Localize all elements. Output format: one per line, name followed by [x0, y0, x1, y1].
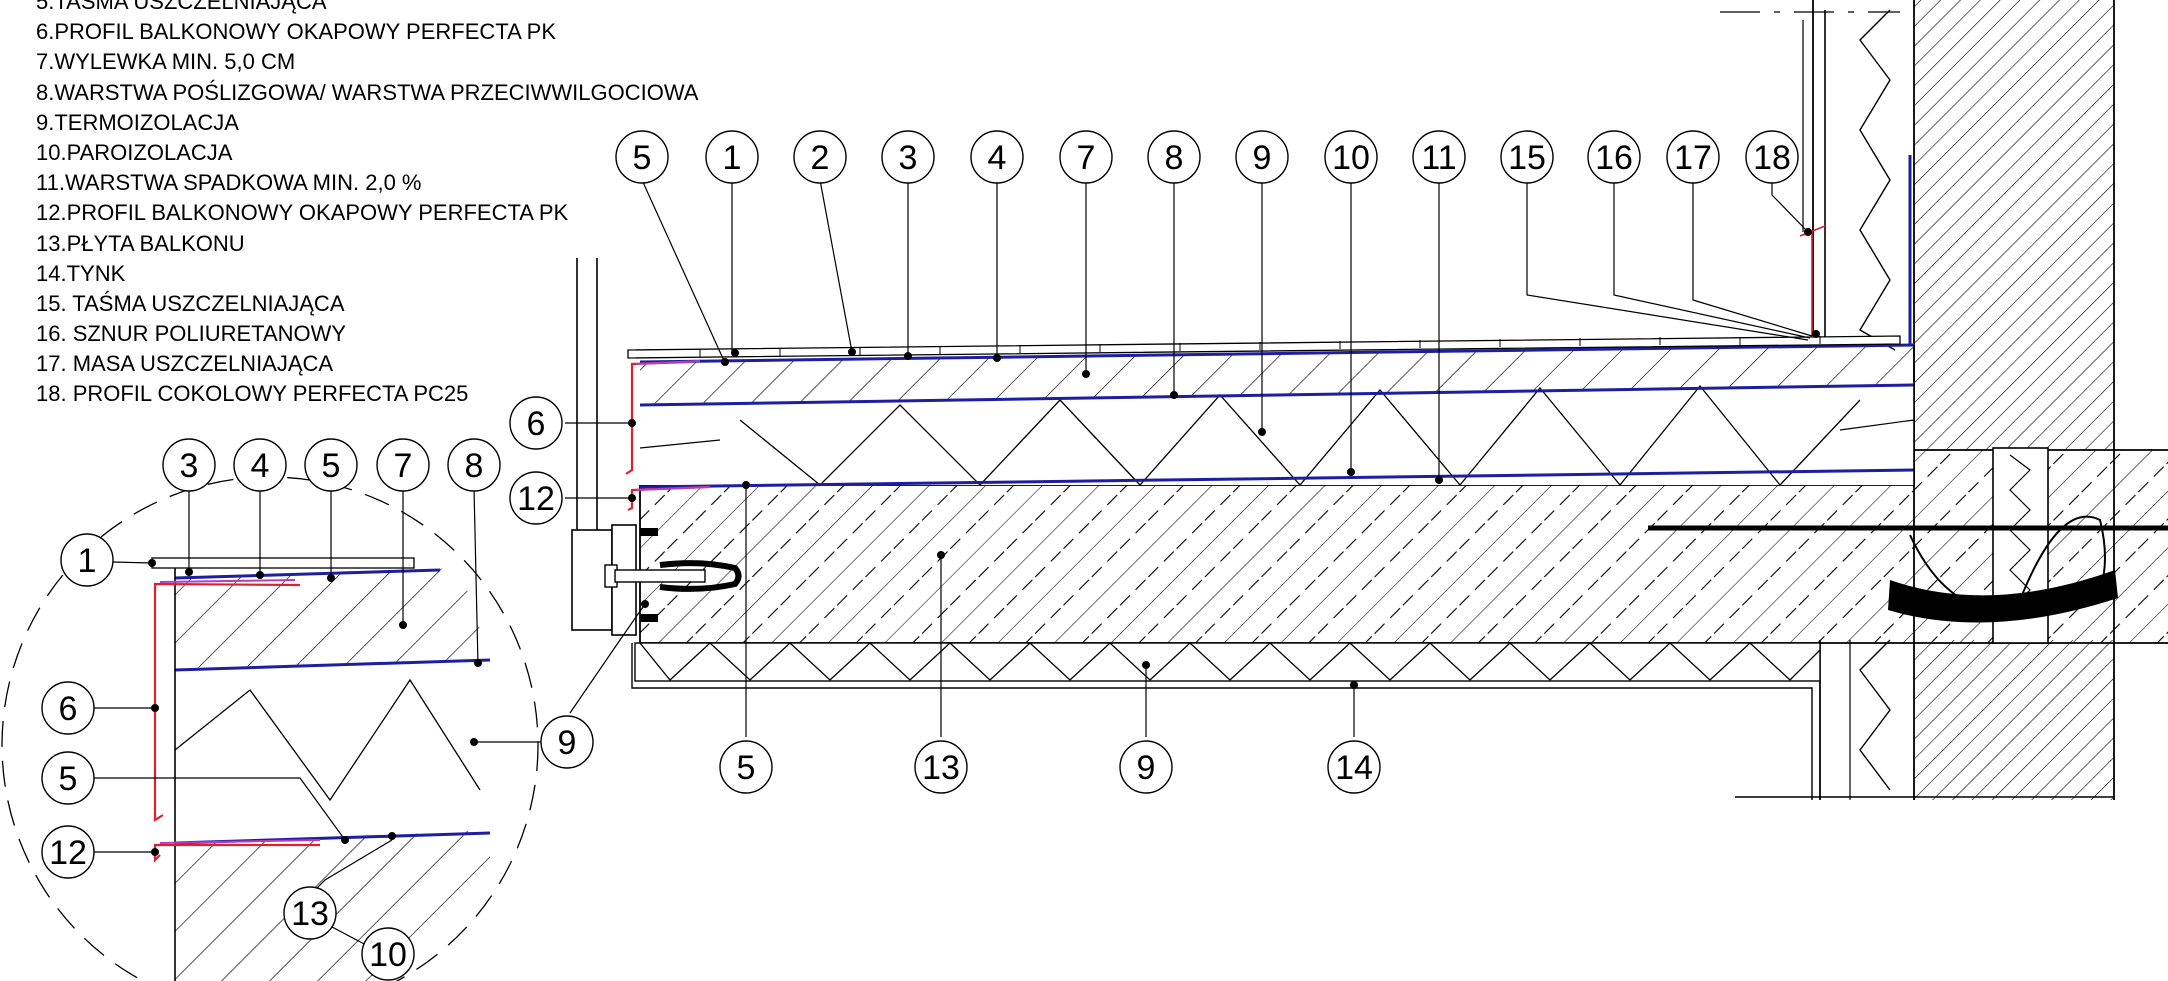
main-callout-16: 16	[1595, 139, 1633, 177]
main-callout-11: 11	[1421, 139, 1456, 177]
main-callout-12: 12	[517, 480, 555, 518]
legend-item: 7.WYLEWKA MIN. 5,0 CM	[36, 49, 296, 75]
legend-item: 16. SZNUR POLIURETANOWY	[36, 321, 347, 347]
legend-item: 11.WARSTWA SPADKOWA MIN. 2,0 %	[36, 170, 422, 196]
main-callout-5: 5	[633, 139, 652, 177]
vapour-barrier-membrane	[639, 468, 1915, 489]
main-callout-15: 15	[1508, 139, 1546, 177]
detail-callout-10: 10	[369, 936, 407, 974]
insulation-layer	[640, 385, 1914, 485]
legend-item: 9.TERMOIZOLACJA	[36, 109, 239, 135]
wall-masonry-lower	[1914, 640, 2114, 800]
main-callout-bottom-13: 13	[922, 749, 960, 787]
detail-callout-9: 9	[558, 724, 577, 762]
detail-callout-3: 3	[180, 447, 199, 485]
main-callout-top-row	[509, 130, 1799, 794]
main-callout-4: 4	[988, 139, 1007, 177]
detail-callout-1: 1	[78, 542, 97, 580]
anchor-bolt	[614, 569, 706, 583]
detail-callout-7: 7	[394, 447, 413, 485]
legend-item: 17. MASA USZCZELNIAJĄCA	[36, 351, 334, 377]
wall-insulation-zigzag	[1859, 9, 1896, 351]
legend-item: 18. PROFIL COKOLOWY PERFECTA PC25	[36, 381, 469, 407]
legend-item: 8.WARSTWA POŚLIZGOWA/ WARSTWA PRZECIWWIL…	[36, 79, 699, 105]
wall-masonry	[1914, 0, 2114, 450]
detail-callout-12: 12	[49, 834, 87, 872]
detail-callout-13: 13	[291, 895, 329, 933]
legend-list: 5.TAŚMA USZCZELNIAJĄCA 6.PROFIL BALKONOWY…	[36, 0, 698, 410]
main-leaders	[565, 179, 1813, 737]
legend-item: 5.TAŚMA USZCZELNIAJĄCA	[36, 0, 327, 14]
legend-item: 6.PROFIL BALKONOWY OKAPOWY PERFECTA PK	[36, 19, 556, 45]
top-waterproofing	[639, 343, 1915, 364]
detail-callout-8: 8	[465, 447, 484, 485]
detail-callout-6: 6	[59, 690, 78, 728]
tile-finish	[627, 335, 1901, 359]
main-callout-10: 10	[1332, 139, 1370, 177]
main-callout-3: 3	[899, 139, 918, 177]
main-callout-bottom-5: 5	[737, 749, 756, 787]
main-callout-6: 6	[527, 405, 546, 443]
main-leader-dots	[628, 228, 1820, 689]
main-section	[571, 0, 2168, 800]
detail-callout-left-5: 5	[59, 760, 78, 798]
legend-item: 12.PROFIL BALKONOWY OKAPOWY PERFECTA PK	[36, 200, 569, 226]
balcony-slab	[640, 485, 1914, 643]
legend-item: 13.PŁYTA BALKONU	[36, 230, 245, 256]
main-callout-2: 2	[811, 139, 830, 177]
detail-callout-4: 4	[251, 447, 270, 485]
legend-item: 14.TYNK	[36, 260, 126, 286]
main-callout-1: 1	[723, 139, 742, 177]
main-callout-bottom-9: 9	[1137, 749, 1156, 787]
legend-item: 10.PAROIZOLACJA	[36, 139, 233, 165]
detail-callout-5: 5	[322, 447, 341, 485]
legend-item: 15. TAŚMA USZCZELNIAJĄCA	[36, 290, 345, 316]
slip-layer-membrane	[639, 383, 1915, 407]
main-callout-17: 17	[1674, 139, 1712, 177]
wall-insulation-zigzag-lower	[1859, 639, 1891, 791]
soffit-insulation	[634, 642, 1821, 682]
detail-view: 3 4 5 7 8 1 6 5 12 9 13 10	[1, 438, 594, 981]
main-callout-8: 8	[1165, 139, 1184, 177]
main-callout-18: 18	[1753, 139, 1791, 177]
main-callout-7: 7	[1077, 139, 1096, 177]
main-callout-bottom-14: 14	[1335, 749, 1373, 787]
main-callout-9: 9	[1253, 139, 1272, 177]
